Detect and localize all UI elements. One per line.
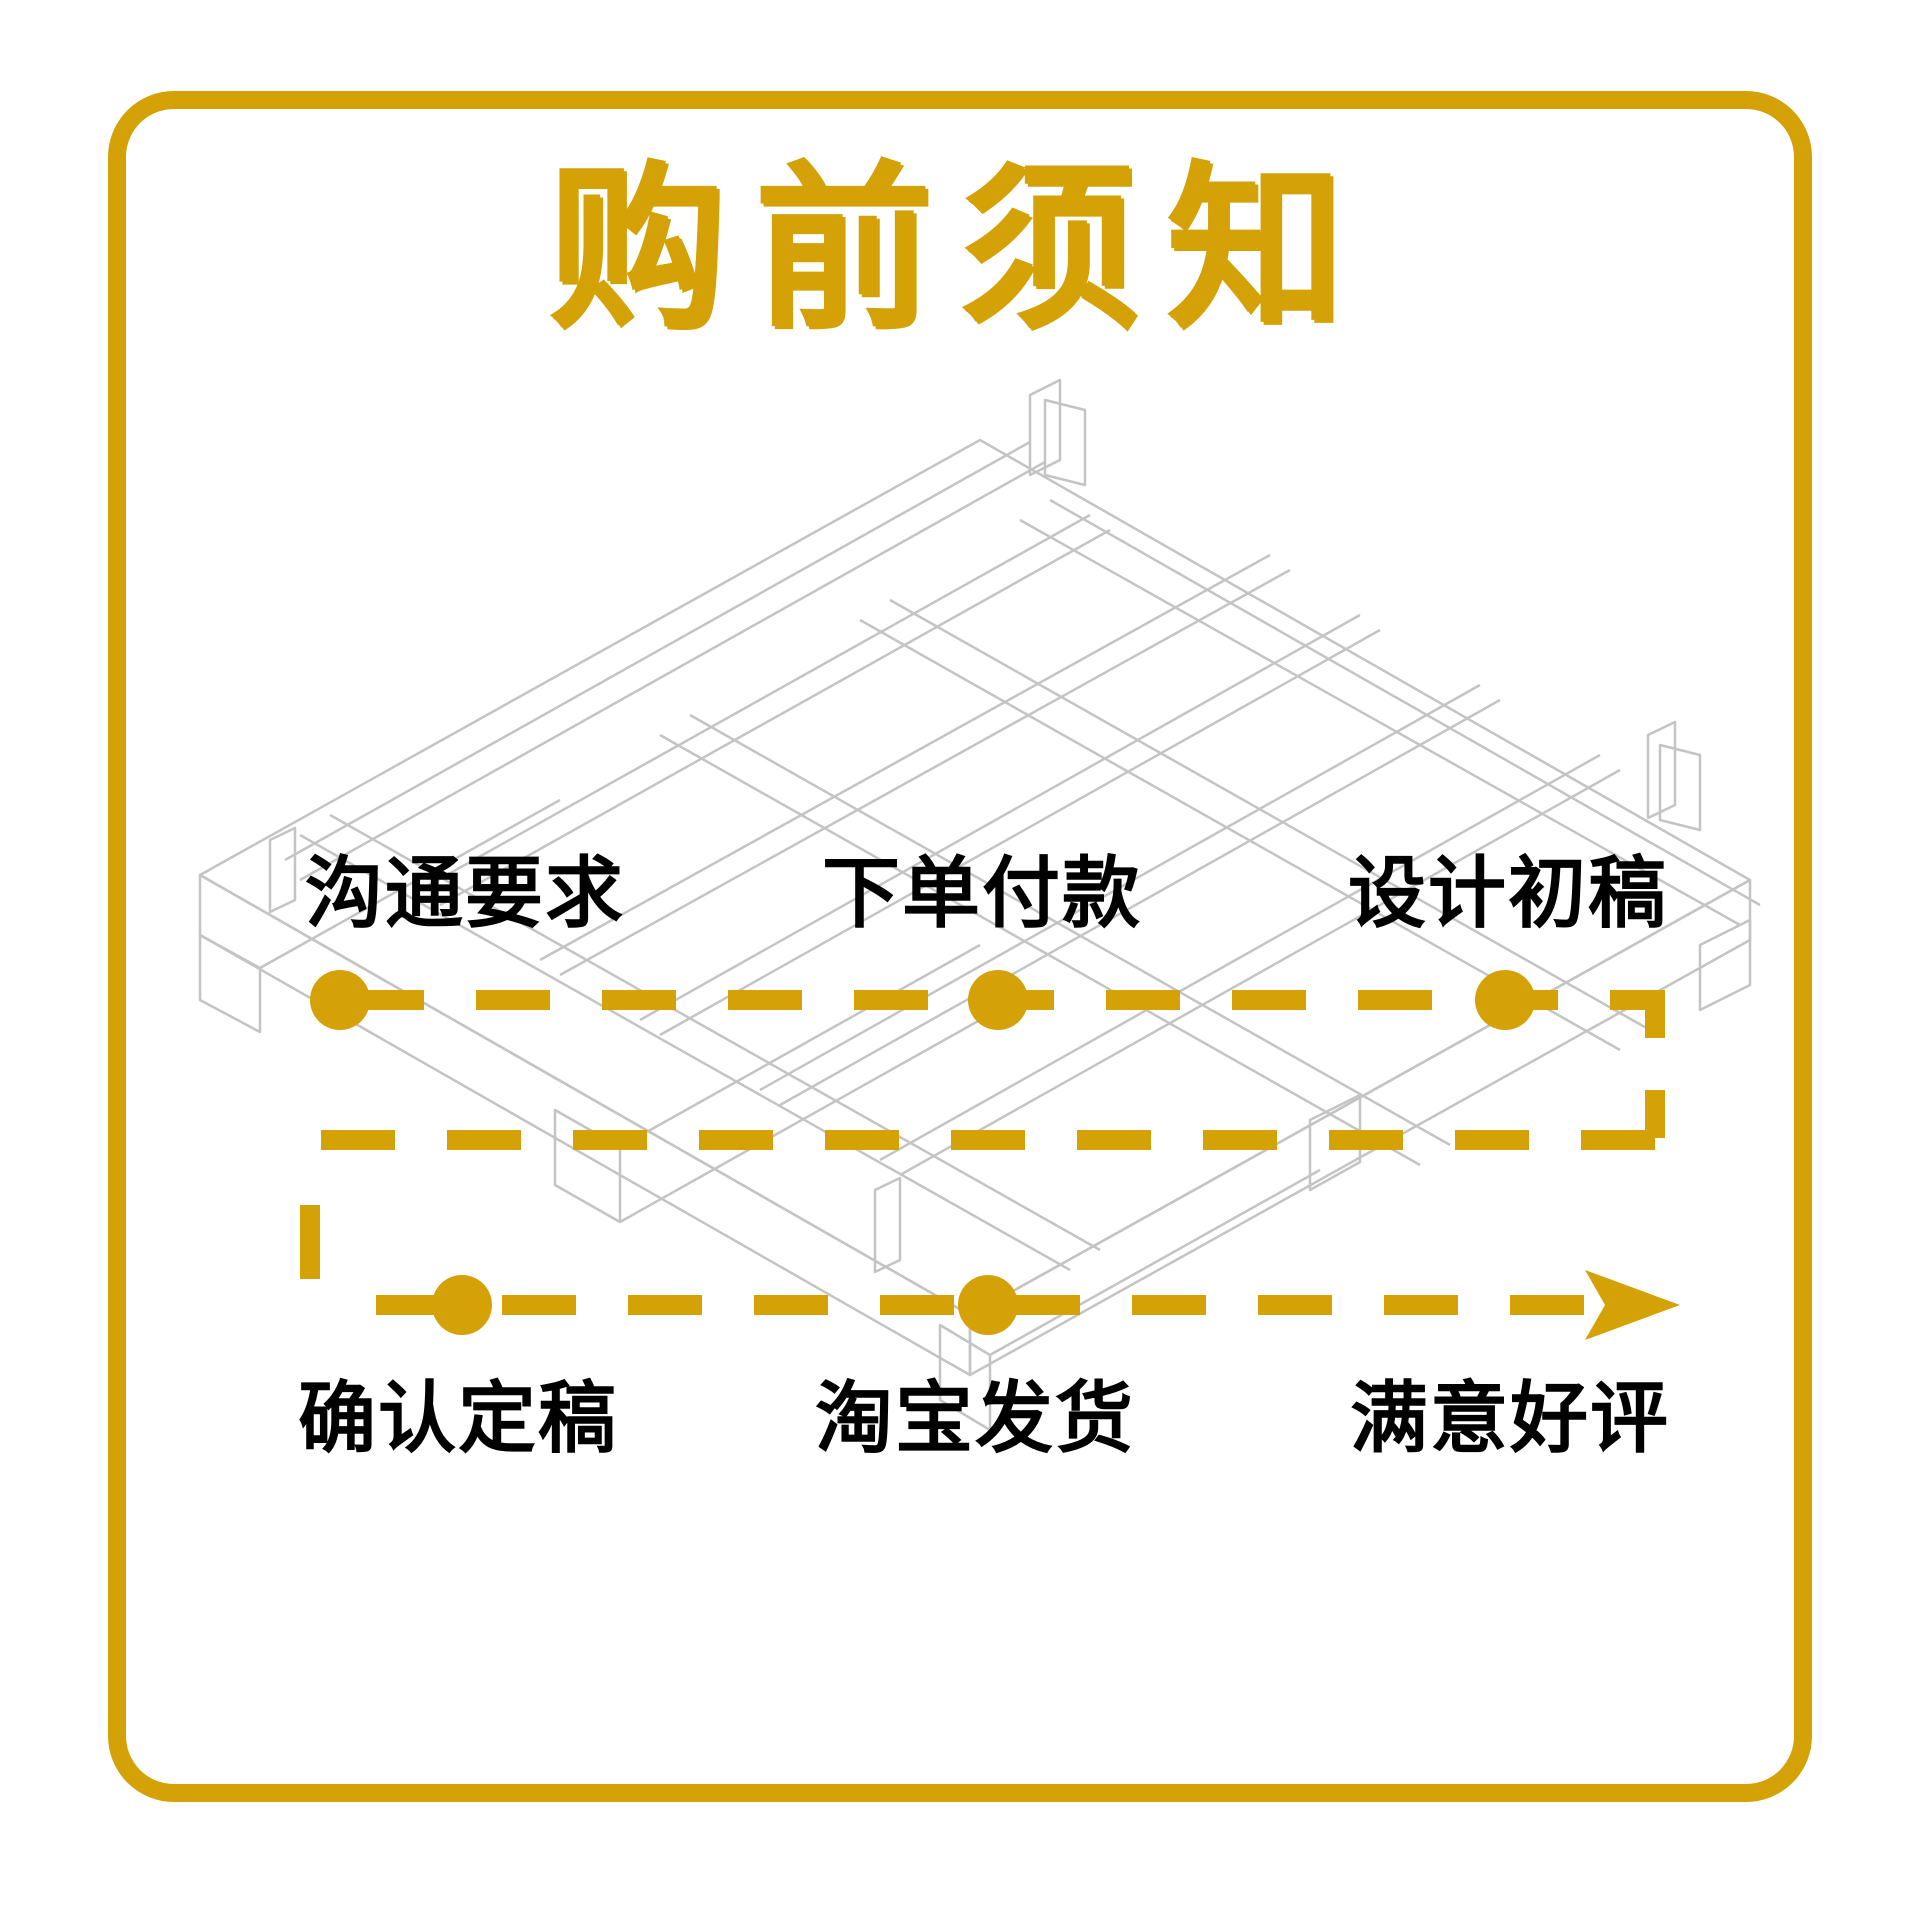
step-label-5: 淘宝发货 bbox=[815, 1374, 1136, 1464]
step-label-3: 设计初稿 bbox=[1348, 849, 1669, 939]
step-dot-4 bbox=[432, 1275, 492, 1335]
step-dot-1 bbox=[310, 970, 370, 1030]
step-dot-5 bbox=[958, 1275, 1018, 1335]
border-frame bbox=[108, 91, 1812, 1802]
step-dot-3 bbox=[1475, 970, 1535, 1030]
step-label-6: 满意好评 bbox=[1350, 1374, 1671, 1464]
step-label-2: 下单付款 bbox=[822, 849, 1143, 939]
step-label-4: 确认定稿 bbox=[298, 1374, 619, 1464]
step-dot-2 bbox=[968, 970, 1028, 1030]
step-label-1: 沟通要求 bbox=[305, 849, 626, 939]
page-title: 购前须知 bbox=[548, 145, 1372, 352]
